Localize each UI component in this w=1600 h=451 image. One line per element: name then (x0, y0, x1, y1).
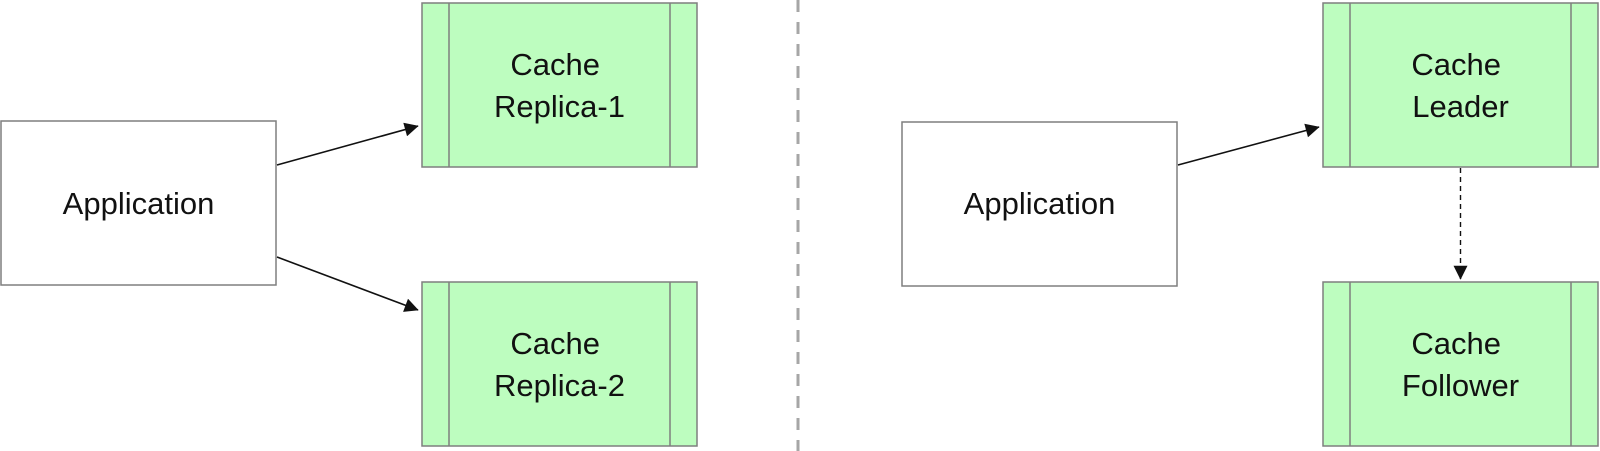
cache-replica-2-node: Cache Replica-2 (421, 281, 698, 447)
left-panel: Application Cache Replica-1 Cache Replic… (0, 2, 698, 447)
left-application-node: Application (0, 120, 277, 286)
right-application-node: Application (901, 121, 1178, 287)
cache-replica-1-label-line-1: Cache (510, 47, 600, 82)
right-application-label: Application (964, 186, 1116, 221)
cache-replica-1-node: Cache Replica-1 (421, 2, 698, 168)
arrow-application-to-replica-1 (276, 122, 419, 166)
cache-replica-2-label-line-1: Cache (510, 326, 600, 361)
cache-leader-label-line-1: Cache (1411, 47, 1501, 82)
cache-replica-1-label-line-2: Replica-1 (494, 89, 625, 124)
cache-follower-label-line-1: Cache (1411, 326, 1501, 361)
cache-replica-1-label: Cache Replica-1 (494, 47, 625, 124)
arrow-application-to-replica-2 (276, 256, 419, 312)
left-application-label: Application (63, 186, 215, 221)
right-application-label-line-1: Application (964, 186, 1116, 221)
cache-leader-node: Cache Leader (1322, 2, 1599, 168)
cache-follower-label-line-2: Follower (1402, 368, 1519, 403)
cache-leader-label: Cache Leader (1411, 47, 1509, 124)
cache-follower-label: Cache Follower (1402, 326, 1519, 403)
left-application-label-line-1: Application (63, 186, 215, 221)
right-panel: Application Cache Leader Cache Follower (901, 2, 1599, 447)
cache-replica-2-label: Cache Replica-2 (494, 326, 625, 403)
arrow-application-to-leader (1177, 123, 1320, 166)
cache-leader-label-line-2: Leader (1412, 89, 1509, 124)
cache-follower-node: Cache Follower (1322, 281, 1599, 447)
cache-replica-2-label-line-2: Replica-2 (494, 368, 625, 403)
